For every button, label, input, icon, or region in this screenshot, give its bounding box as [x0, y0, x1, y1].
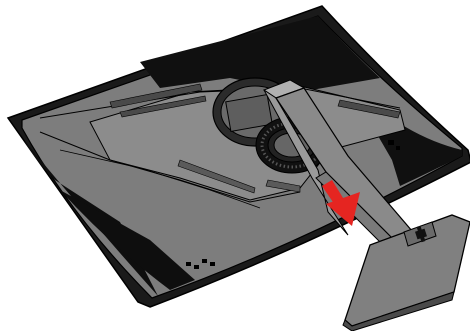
- side-port-2: [396, 146, 400, 150]
- lower-strip-2: [265, 179, 301, 193]
- mount-plate: [225, 94, 273, 132]
- top-dark-panel: [140, 16, 380, 92]
- arrow-head: [326, 192, 360, 226]
- lower-strip-1: [177, 159, 256, 194]
- thumb-screw-icon: [415, 225, 427, 243]
- ridge-line-lower: [39, 131, 301, 203]
- stand-base: [342, 214, 470, 331]
- vent-strip-3: [337, 99, 401, 119]
- io-ports: [186, 259, 215, 269]
- side-port: [388, 140, 394, 145]
- monitor-back-cover: [6, 5, 470, 308]
- vent-strip-2: [119, 95, 207, 118]
- direction-arrow-icon: [322, 180, 360, 226]
- left-bottom-dark-panel: [60, 190, 195, 290]
- vent-strip-1: [109, 83, 203, 109]
- ridge-line-mid: [59, 149, 261, 209]
- base-plate-edge: [342, 291, 455, 331]
